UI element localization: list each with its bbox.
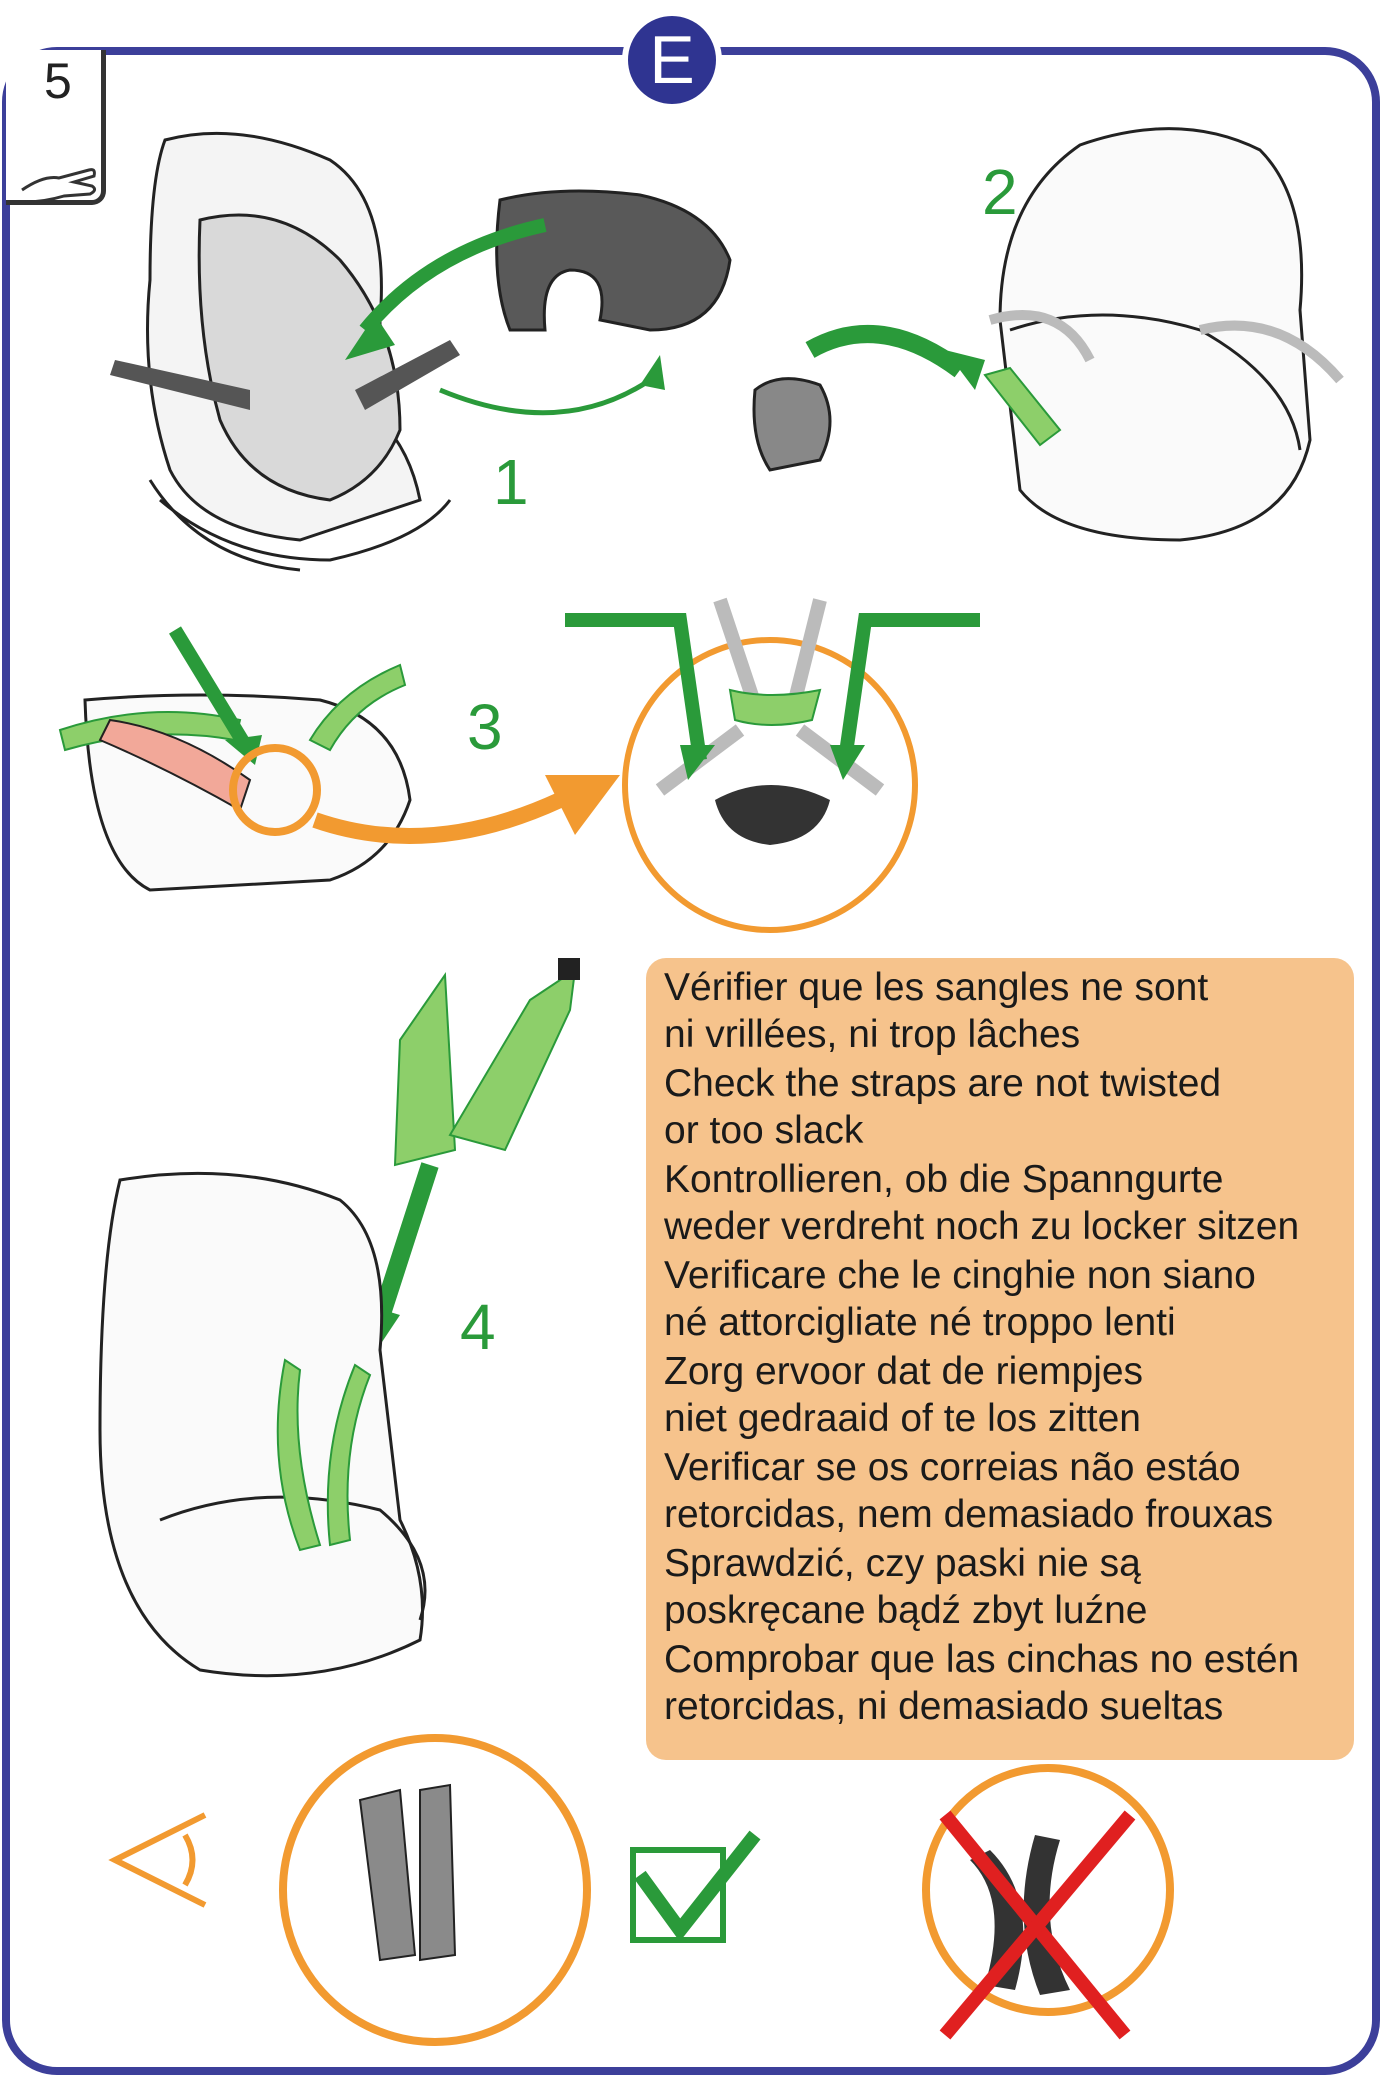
step-label-4: 4 bbox=[460, 1290, 496, 1364]
eye-icon bbox=[115, 1815, 205, 1905]
instruction-en: Check the straps are not twisted or too … bbox=[664, 1060, 1354, 1154]
instruction-nl: Zorg ervoor dat de riempjes niet gedraai… bbox=[664, 1348, 1354, 1442]
instruction-box: Vérifier que les sangles ne sont ni vril… bbox=[646, 958, 1354, 1760]
instruction-de: Kontrollieren, ob die Spanngurte weder v… bbox=[664, 1156, 1354, 1250]
arrow-pad bbox=[810, 334, 960, 370]
instruction-pt: Verificar se os correias não estáo retor… bbox=[664, 1444, 1354, 1538]
incorrect-strap-illustration bbox=[926, 1768, 1170, 2012]
strap-green-4b bbox=[450, 970, 575, 1150]
checkmark-icon bbox=[633, 1835, 755, 1940]
seat-insert bbox=[497, 191, 730, 330]
correct-strap-illustration bbox=[283, 1738, 587, 2042]
arrow-out bbox=[440, 380, 650, 413]
seat-illustration-1 bbox=[148, 133, 451, 570]
step-label-1: 1 bbox=[493, 445, 529, 519]
seat-illustration-4 bbox=[100, 1173, 425, 1675]
instruction-it: Verificare che le cinghie non siano né a… bbox=[664, 1252, 1354, 1346]
instruction-pl: Sprawdzić, czy paski nie są poskręcane b… bbox=[664, 1540, 1354, 1634]
instruction-fr: Vérifier que les sangles ne sont ni vril… bbox=[664, 964, 1354, 1058]
step-label-3: 3 bbox=[467, 690, 503, 764]
arrowhead-2 bbox=[640, 355, 665, 390]
chest-clip bbox=[730, 690, 820, 725]
step-label-2: 2 bbox=[982, 155, 1018, 229]
strap-green-4a bbox=[395, 975, 455, 1165]
buckle-pad bbox=[754, 379, 830, 470]
seat-illustration-2 bbox=[990, 129, 1340, 540]
arrow-straps-down bbox=[380, 1165, 430, 1320]
strap-buckle-tip bbox=[558, 958, 580, 980]
instruction-es: Comprobar que las cinchas no estén retor… bbox=[664, 1636, 1354, 1730]
